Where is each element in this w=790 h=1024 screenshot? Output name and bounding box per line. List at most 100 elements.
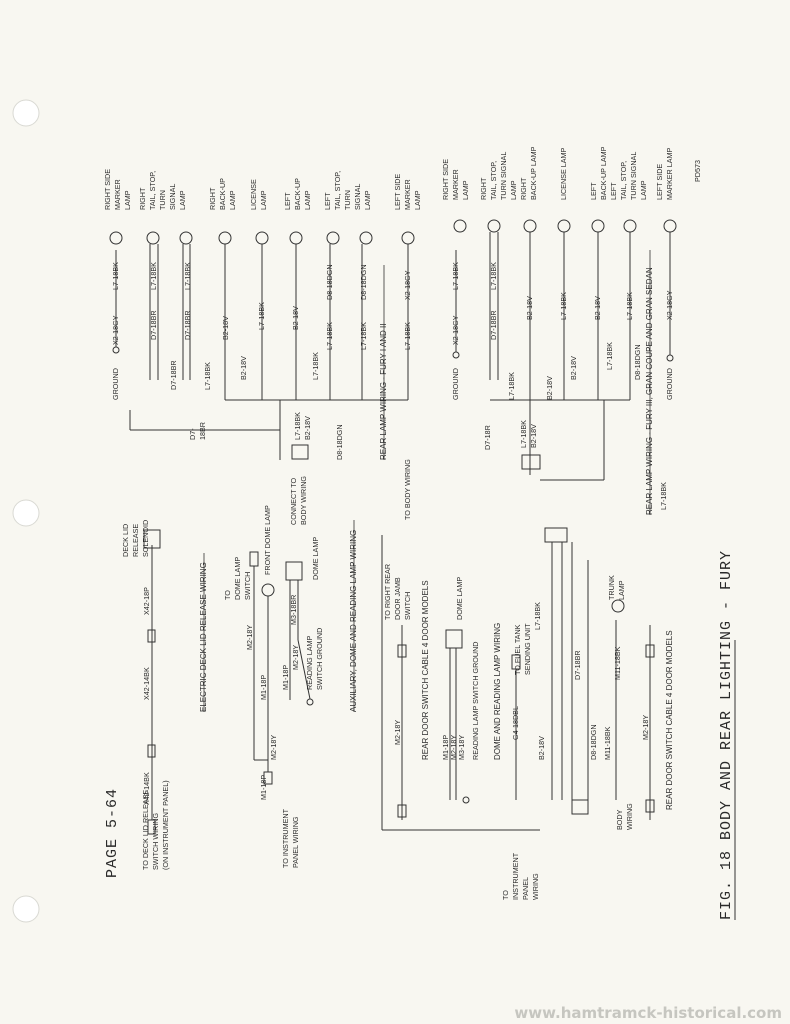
section-auxiliary: AUXILIARY, DOME AND READING LAMP WIRING [349, 530, 358, 712]
label-ip-wiring-4: INSTRUMENT [511, 852, 520, 900]
lamp-right-turn [179, 231, 193, 245]
label-lamp-lt-2: TAIL, STOP, [333, 171, 342, 210]
wire-m1-18p-1: M1-18P [259, 675, 268, 700]
wire-d7-18r: D7-18R [483, 425, 492, 450]
page-label: PAGE 5-64 [104, 788, 121, 878]
wire-d8-18dgn-4: D8-18DGN [633, 344, 642, 380]
fury3-section: REAR LAMP WIRING - FURY III, GRAN COUPE … [441, 146, 677, 515]
wire-m2-18y-6: M2-18Y [641, 715, 650, 740]
deck-lid-section: ELECTRIC DECK LID RELEASE WIRING TO DECK… [121, 520, 208, 870]
wire-x2-18gy-1: X2-18GY [111, 315, 120, 345]
lamp-right-side-marker-2 [453, 219, 467, 233]
label-deck-lid-switch-2: SWITCH WIRING [151, 812, 160, 870]
label-connect-body-2: BODY WIRING [299, 476, 308, 525]
label-lamp-lt-3: TURN [343, 190, 352, 210]
wire-l7-18bk-3: L7-18BK [183, 262, 192, 290]
body-connector-top [544, 527, 568, 543]
dome-reading-section: TO RIGHT REAR DOOR JAMB SWITCH M2-18Y RE… [381, 527, 674, 900]
section-fury3: REAR LAMP WIRING - FURY III, GRAN COUPE … [645, 267, 654, 515]
label-f3-lb-2: BACK-UP LAMP [599, 146, 608, 200]
label-rr-door-3: SWITCH [403, 592, 412, 620]
wire-m1-18p-2: M1-18P [259, 775, 268, 800]
wire-l7-18bk-15: L7-18BK [605, 342, 614, 370]
wire-b2-18v-4: B2-18V [303, 416, 312, 440]
lamp-left-backup-1 [289, 231, 303, 245]
label-f3-rb-2: BACK-UP LAMP [529, 146, 538, 200]
deck-lid-solenoid [143, 529, 161, 549]
label-f3-rsm-2: MARKER [451, 169, 460, 200]
wire-m2-18y-2: M2-18Y [269, 735, 278, 760]
label-trunk-lamp-2: LAMP [617, 580, 626, 600]
wire-d8-18dgn: D8-18DGN [589, 724, 598, 760]
label-to-body-wiring: TO BODY WIRING [403, 459, 412, 520]
section-rear-door-1: REAR DOOR SWITCH CABLE 4 DOOR MODELS [421, 580, 430, 760]
wire-l7-18bk-17: L7-18BK [519, 420, 528, 448]
label-deck-lid-switch-3: (ON INSTRUMENT PANEL) [161, 780, 170, 870]
wire-m3-18br: M3-18BR [289, 595, 298, 625]
wire-b2-18v-8: B2-18V [593, 296, 602, 320]
wire-b2-18v: B2-18V [537, 736, 546, 760]
label-solenoid-2: RELEASE [131, 524, 140, 557]
wire-d8-18dgn-1: D8-18DGN [325, 264, 334, 300]
label-reading-ground-2: SWITCH GROUND [315, 628, 324, 690]
label-connect-body-1: CONNECT TO [289, 477, 298, 525]
label-lamp-rt-4: SIGNAL [168, 184, 177, 210]
label-f3-lt-1: LEFT [609, 182, 618, 200]
label-body-wiring-1: BODY [615, 809, 624, 830]
wire-b2-18v-3: B2-18V [291, 306, 300, 330]
wire-b2-18v-9: B2-18V [529, 424, 538, 448]
label-fuel-tank-1: TO FUEL TANK [513, 624, 522, 675]
label-lamp-rb-3: LAMP [228, 190, 237, 210]
wire-b2-18v-5: B2-18V [525, 296, 534, 320]
lamp-left-turn-1 [359, 231, 373, 245]
label-ip-wiring-6: WIRING [531, 873, 540, 900]
lamp-right-backup-2 [523, 219, 537, 233]
wire-d8-18dgn-2: D8-18DGN [359, 264, 368, 300]
wire-l7-18bk-11: L7-18BK [451, 262, 460, 290]
label-front-dome-lamp: FRONT DOME LAMP [263, 505, 272, 575]
lamp-license-2 [557, 219, 571, 233]
label-ground-fury3-2: GROUND [665, 368, 674, 400]
wire-m2-18y-1: M2-18Y [245, 625, 254, 650]
label-lamp-lsm-1: LEFT SIDE [393, 174, 402, 210]
wire-b2-18v-7: B2-18V [569, 356, 578, 380]
label-lamp-lsm-3: LAMP [413, 190, 422, 210]
label-ground-fury12: GROUND [111, 368, 120, 400]
label-lamp-lt-1: LEFT [323, 192, 332, 210]
label-ip-wiring-5: PANEL [521, 877, 530, 900]
label-f3-rt-2: TAIL, STOP, [489, 161, 498, 200]
section-fury12: REAR LAMP WIRING - FURY I AND II [379, 324, 388, 460]
lamp-right-side-marker [109, 231, 123, 245]
wire-d7-18br: D7-18BR [573, 650, 582, 680]
label-ip-wiring-1: TO INSTRUMENT [281, 808, 290, 868]
fury12-connector [291, 444, 309, 460]
lamp-left-side-marker-1 [401, 231, 415, 245]
label-lamp-rt-2: TAIL, STOP, [148, 171, 157, 210]
wire-x2-18gy-4: X2-18GY [665, 290, 674, 320]
section-dome-reading: DOME AND READING LAMP WIRING [493, 623, 502, 760]
label-f3-lt-4: LAMP [639, 180, 648, 200]
label-lamp-lb-2: BACK-UP [293, 178, 302, 210]
watermark: www.hamtramck-historical.com [514, 1004, 782, 1022]
label-f3-lt-2: TAIL, STOP, [619, 161, 628, 200]
wire-l7-18bk-8: L7-18BK [359, 322, 368, 350]
label-f3-rt-3: TURN SIGNAL [499, 152, 508, 200]
wire-x42-14bk-2: X42-14BK [142, 667, 151, 700]
wire-l7-18bk-1: L7-18BK [111, 262, 120, 290]
fury3-connector [521, 454, 541, 470]
wire-m2-18y-3: M2-18Y [291, 645, 300, 670]
label-ip-wiring-3: TO [501, 890, 510, 900]
wire-l7-18bk-10: L7-18BK [293, 412, 302, 440]
wire-l7-18bk-aux: L7-18BK [533, 602, 542, 630]
front-dome-lamp [261, 583, 275, 597]
wire-l7-18bk-6: L7-18BK [311, 352, 320, 380]
label-lamp-rb-1: RIGHT [208, 187, 217, 210]
label-solenoid-3: SOLENOID [141, 520, 150, 557]
wire-l7-18bk-16: L7-18BK [625, 292, 634, 320]
label-f3-lic: LICENSE LAMP [559, 147, 568, 200]
wire-d7-18br-1: D7-18BR [149, 310, 158, 340]
label-f3-rt-4: LAMP [509, 180, 518, 200]
label-trunk-lamp-1: TRUNK [607, 575, 616, 600]
label-lamp-lsm-2: MARKER [403, 179, 412, 210]
